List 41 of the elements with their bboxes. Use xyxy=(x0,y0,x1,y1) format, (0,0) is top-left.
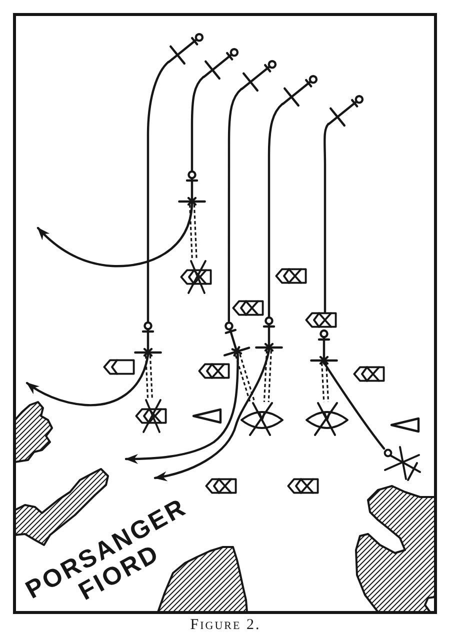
plane-icon xyxy=(134,321,162,358)
plane-icon xyxy=(240,59,276,92)
plane-icon xyxy=(328,94,364,127)
plane-icon xyxy=(223,321,251,357)
triangle-icon xyxy=(390,417,420,433)
ship-icon xyxy=(103,359,135,375)
dashed-line xyxy=(321,362,330,403)
track-line xyxy=(268,102,284,318)
triangle-icon xyxy=(192,408,222,424)
plane-icon xyxy=(168,32,204,65)
dashed-line xyxy=(145,354,153,400)
dashed-line xyxy=(189,204,198,261)
track-line xyxy=(324,122,330,314)
figure-caption: Figure 2. xyxy=(190,616,261,634)
crossed-out-plane-icon xyxy=(382,445,422,481)
ship-icon xyxy=(205,478,237,494)
crossed-out-lens-icon xyxy=(240,402,284,436)
plane-icon xyxy=(255,316,283,352)
ship-icon xyxy=(275,268,307,284)
dashed-line xyxy=(263,350,272,403)
track-line xyxy=(146,60,170,322)
track-line xyxy=(190,76,204,172)
plane-icon xyxy=(178,170,206,206)
plane-icon xyxy=(202,47,238,80)
crossed-out-lens-icon xyxy=(305,402,349,436)
ship-icon xyxy=(353,366,385,382)
curved-arrow xyxy=(26,354,150,406)
ship-icon xyxy=(287,478,319,494)
curved-arrow xyxy=(124,354,239,464)
curved-arrow xyxy=(154,349,270,481)
dashed-line xyxy=(234,353,256,404)
plane-icon xyxy=(282,74,318,107)
track-line xyxy=(228,88,242,322)
crossed-out-ship-icon xyxy=(180,260,212,294)
crossed-out-ship-icon xyxy=(135,399,167,433)
ship-icon xyxy=(198,363,230,379)
plane-icon xyxy=(310,328,338,364)
track-line xyxy=(322,362,386,450)
ship-icon xyxy=(232,300,264,316)
ship-icon xyxy=(305,312,337,328)
curved-arrow xyxy=(36,203,194,268)
